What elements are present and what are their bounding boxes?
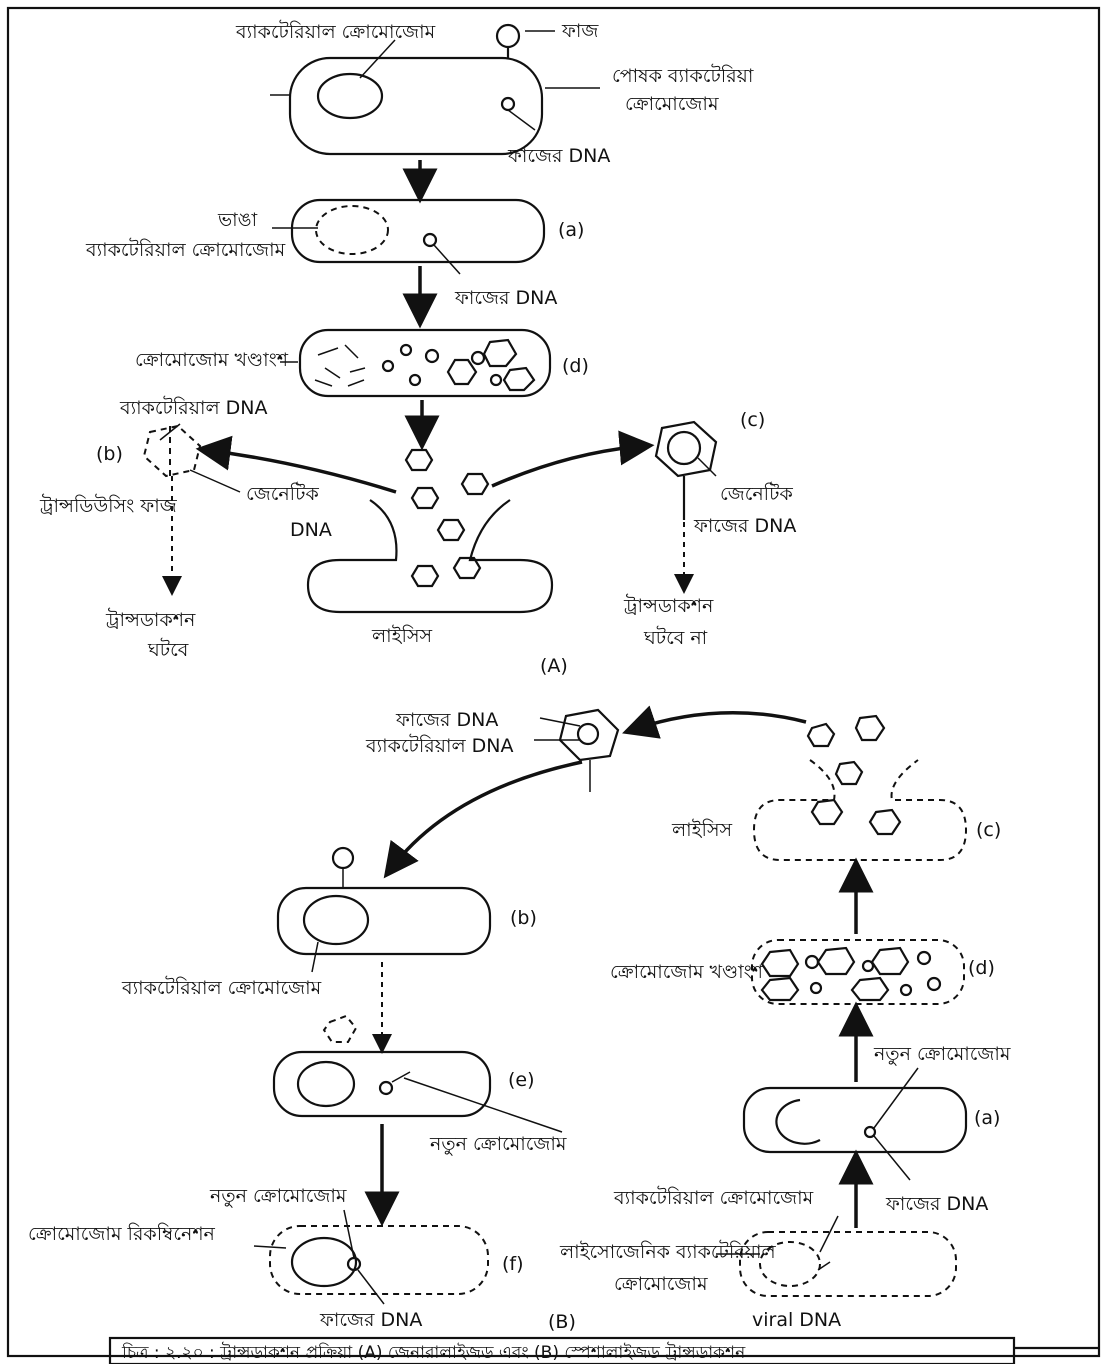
a-bacterium-a	[292, 200, 544, 262]
a-label-lysis: লাইসিস	[371, 625, 433, 647]
b-label-bacterial-chromosome-bottom: ব্যাকটেরিয়াল ক্রোমোজোম	[613, 1186, 814, 1209]
b-label-bacterial-dna-top: ব্যাকটেরিয়াল DNA	[365, 734, 514, 757]
b-label-phage-dna-top: ফাজের DNA	[395, 709, 498, 731]
a-phage-icon	[497, 25, 519, 47]
a-label-phage-dna-c: ফাজের DNA	[693, 515, 796, 537]
a-label-transduction-c: ট্রান্সডাকশন	[623, 594, 714, 617]
a-chromosome-top	[318, 74, 382, 118]
b-label-new-chromosome-e: নতুন ক্রোমোজোম	[429, 1133, 567, 1156]
b-label-lysogenic-2: ক্রোমোজোম	[614, 1273, 708, 1295]
b-label-phage-dna-f: ফাজের DNA	[319, 1309, 422, 1331]
a-label-phage-dna-1: ফাজের DNA	[507, 145, 610, 167]
figure-caption: চিত্র : ২.২০ : ট্রান্সডাকশন প্রক্রিয়া (…	[121, 1342, 746, 1363]
a-lysed-cell	[308, 500, 552, 612]
a-phage-b	[144, 426, 200, 476]
a-caption: (A)	[540, 655, 568, 677]
b-label-lysis: লাইসিস	[671, 819, 733, 841]
a-label-host: পোষক ব্যাকটেরিয়া	[612, 64, 754, 87]
a-label-fragments: ক্রোমোজোম খণ্ডাংশ	[135, 349, 289, 371]
b-step-b: (b)	[510, 907, 537, 929]
a-label-phage-dna-2: ফাজের DNA	[454, 287, 557, 309]
a-label-host-2: ক্রোমোজোম	[625, 93, 719, 115]
b-phage-top	[560, 710, 618, 760]
a-bacterium-d	[300, 330, 550, 396]
a-label-transduction-b-2: ঘটবে	[147, 638, 189, 661]
a-label-bacterial-dna: ব্যাকটেরিয়াল DNA	[119, 396, 268, 419]
b-label-new-chromosome-f: নতুন ক্রোমোজোম	[209, 1185, 347, 1208]
b-step-d: (d)	[968, 957, 995, 979]
b-step-a: (a)	[974, 1107, 1000, 1129]
a-label-phage: ফাজ	[561, 20, 599, 42]
b-bacterium-f	[270, 1226, 488, 1294]
a-label-transduction-b: ট্রান্সডাকশন	[105, 608, 196, 631]
a-step-d: (d)	[562, 355, 589, 377]
b-bacterium-b	[278, 888, 490, 954]
a-step-c: (c)	[740, 409, 765, 431]
b-label-fragments: ক্রোমোজোম খণ্ডাংশ	[610, 961, 764, 983]
a-label-transducing-phage: ট্রান্সডিউসিং ফাজ	[39, 494, 178, 517]
b-step-f: (f)	[502, 1253, 524, 1275]
b-label-new-chromosome-a: নতুন ক্রোমোজোম	[873, 1043, 1011, 1066]
a-label-genetic-dna: DNA	[290, 519, 332, 541]
b-label-recombination: ক্রোমোজোম রিকম্বিনেশন	[28, 1223, 216, 1245]
a-label-transduction-c-2: ঘটবে না	[643, 626, 708, 649]
a-step-b: (b)	[96, 443, 123, 465]
a-step-a: (a)	[558, 219, 584, 241]
a-bacterium-top	[290, 58, 542, 154]
b-label-viral-dna: viral DNA	[752, 1309, 841, 1331]
b-caption: (B)	[548, 1311, 576, 1333]
b-step-c: (c)	[976, 819, 1001, 841]
a-label-genetic-c: জেনেটিক	[720, 482, 793, 505]
b-label-phage-dna-a: ফাজের DNA	[885, 1193, 988, 1215]
b-step-e: (e)	[508, 1069, 535, 1091]
a-label-broken: ভাঙা	[217, 209, 258, 231]
b-label-lysogenic: লাইসোজেনিক ব্যাকটেরিয়াল	[559, 1240, 776, 1263]
a-label-broken-2: ব্যাকটেরিয়াল ক্রোমোজোম	[85, 238, 286, 261]
a-label-top-chromosome: ব্যাকটেরিয়াল ক্রোমোজোম	[235, 20, 436, 43]
b-label-bacterial-chromosome-b: ব্যাকটেরিয়াল ক্রোমোজোম	[121, 976, 322, 999]
a-label-genetic: জেনেটিক	[246, 482, 319, 505]
